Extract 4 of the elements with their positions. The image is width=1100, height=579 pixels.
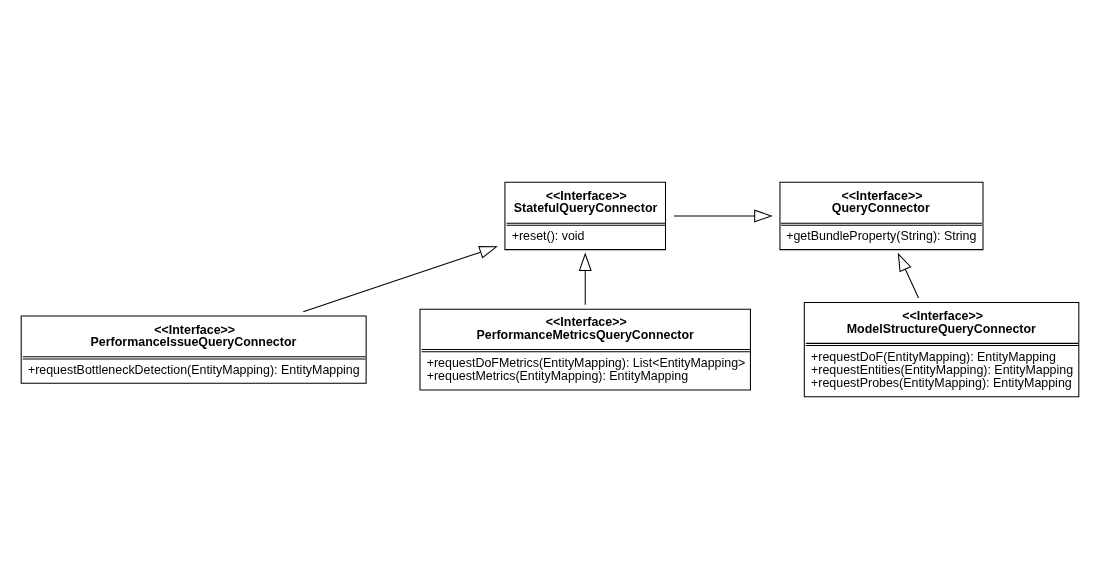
arrow: [302, 246, 498, 313]
arrow: [673, 209, 773, 223]
arrow: [578, 252, 592, 306]
arrow: [897, 252, 919, 299]
